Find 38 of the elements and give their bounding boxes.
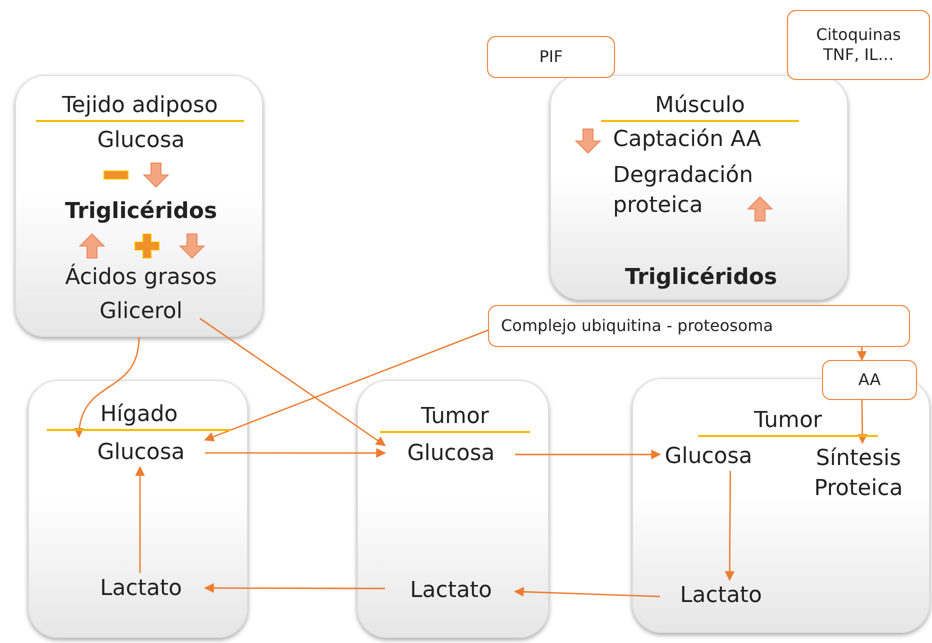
node-text: Síntesis Proteica bbox=[796, 444, 921, 508]
panel-heading: Tumor bbox=[380, 403, 530, 433]
arrow bbox=[857, 347, 867, 361]
node-text: Lactato bbox=[386, 576, 516, 606]
panel-heading: Músculo bbox=[601, 92, 799, 122]
panel-heading: Hígado bbox=[47, 401, 231, 431]
node-text: Glucosa bbox=[661, 442, 756, 472]
node-text: Glucosa bbox=[386, 439, 516, 469]
panel bbox=[357, 380, 549, 638]
arrow bbox=[200, 318, 386, 446]
panel bbox=[550, 75, 848, 300]
arrow bbox=[135, 466, 145, 573]
node-text: Glucosa bbox=[81, 126, 201, 156]
node-text: Triglicéridos bbox=[56, 197, 226, 227]
node-text: Degradación proteica bbox=[613, 161, 783, 225]
node-text: Lactato bbox=[76, 574, 206, 604]
node-text: Captación AA bbox=[613, 125, 823, 155]
node-text: Triglicéridos bbox=[606, 263, 796, 295]
arrow bbox=[204, 583, 385, 593]
arrow bbox=[514, 586, 660, 598]
panel bbox=[15, 75, 263, 337]
panel-heading: Tejido adiposo bbox=[36, 92, 244, 122]
text-box: Complejo ubiquitina - proteosoma bbox=[488, 305, 910, 347]
arrow bbox=[857, 400, 868, 444]
text-box: Citoquinas TNF, IL… bbox=[787, 10, 930, 80]
node-text: Glucosa bbox=[76, 438, 206, 468]
node-text: Lactato bbox=[661, 581, 781, 611]
text-box: PIF bbox=[487, 36, 615, 78]
panel bbox=[28, 380, 248, 638]
text-box: AA bbox=[822, 360, 917, 400]
arrow bbox=[205, 448, 386, 458]
node-text: Ácidos grasos bbox=[41, 263, 241, 293]
panel-heading: Tumor bbox=[698, 407, 878, 437]
arrow bbox=[515, 450, 661, 460]
node-text: Glicerol bbox=[81, 297, 201, 327]
arrow bbox=[724, 471, 735, 581]
arrow bbox=[74, 336, 140, 438]
arrow bbox=[204, 330, 488, 442]
